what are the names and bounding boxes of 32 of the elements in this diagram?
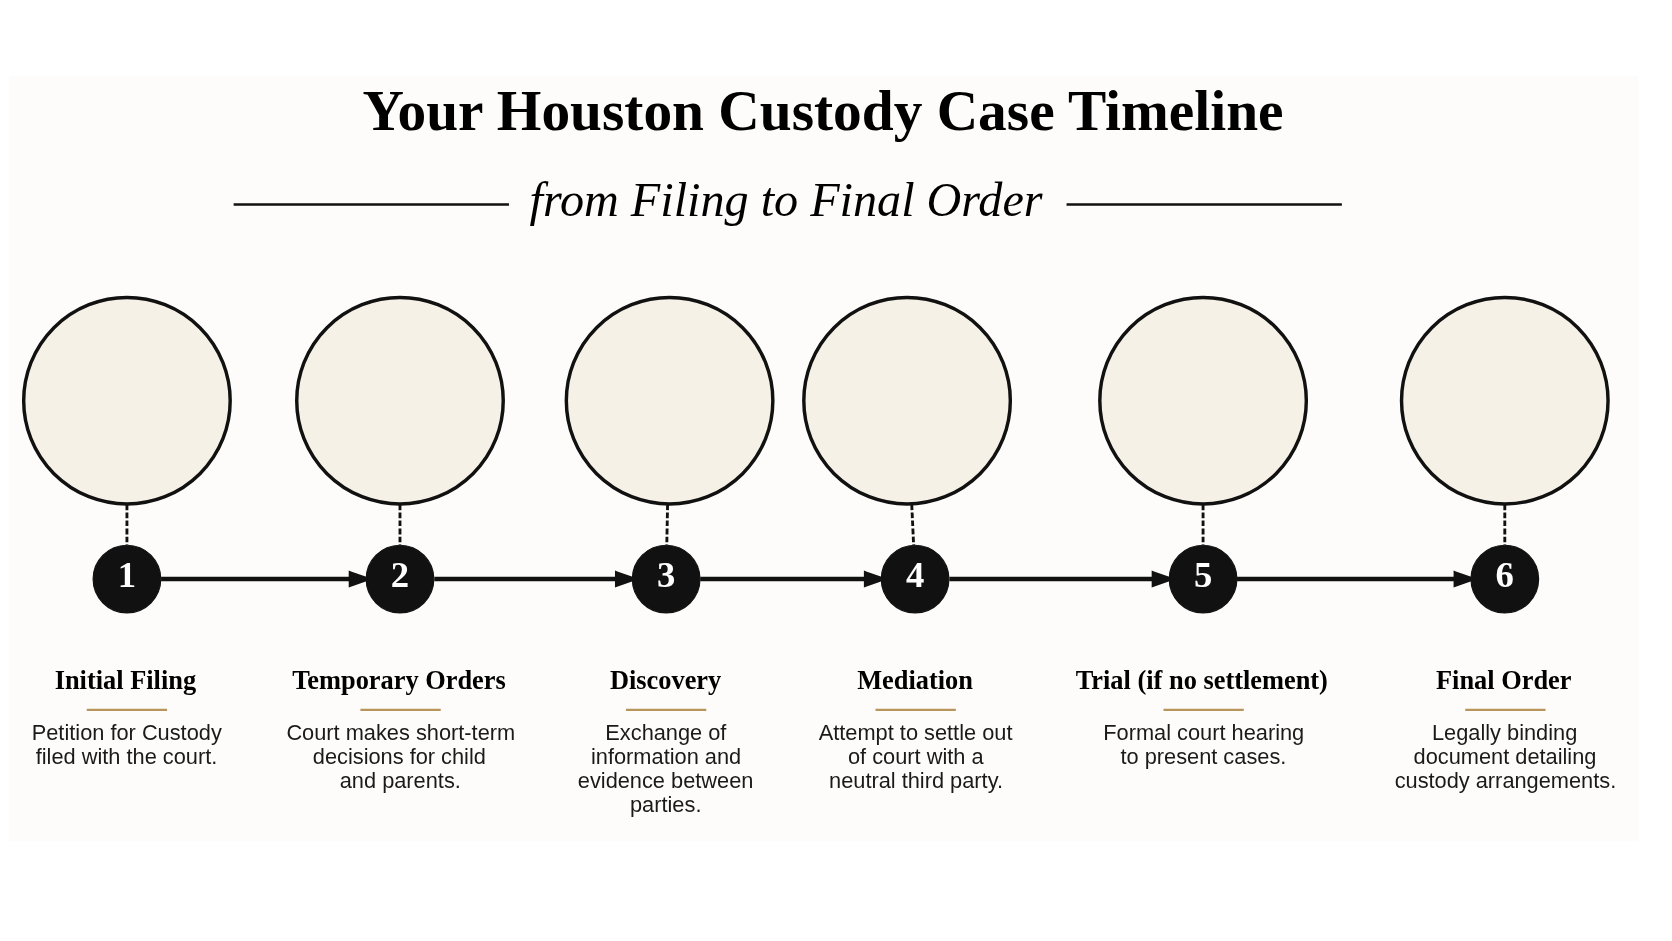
node-circle [802,295,1013,506]
node-circle [564,295,775,506]
node-circle [1098,295,1309,506]
node-label: Temporary Orders [292,664,506,695]
node-label: Court makes short-term decisions for child and parents. [286,719,516,793]
label: from Filing to Final Order [529,172,1043,226]
connector [665,503,669,545]
node-circle: 5 [1168,544,1238,613]
node-circle: 1 [92,544,162,613]
node-label: Final Order [1435,664,1572,695]
node-circle: 6 [1470,544,1540,613]
diagram-title: Your Houston Custody Case Timeline [362,78,1284,142]
node-circle [21,295,232,506]
node-label: Attempt to settle out of court with a neutral third party. [818,719,1013,793]
connector [1503,503,1507,545]
connector [910,503,916,545]
connector [1201,503,1205,545]
node-label: Trial (if no settlement) [1075,664,1328,695]
node-label: Formal court hearing to present cases. [1103,719,1305,769]
node-label: Legally binding document detailing custody arrangements. [1394,719,1617,793]
node-circle [1399,295,1610,506]
node-label: Mediation [857,664,973,695]
node-label: Initial Filing [54,664,197,695]
node-circle: 4 [880,544,950,613]
node-label: Discovery [609,664,722,695]
node-label: Petition for Custody filed with the court. [31,719,222,769]
node-label: Exchange of information and evidence between parties. [577,719,754,817]
node-circle: 3 [631,544,701,613]
node-circle [295,295,505,506]
node-circle: 2 [365,544,435,613]
connector [398,503,402,545]
connector [125,503,129,545]
